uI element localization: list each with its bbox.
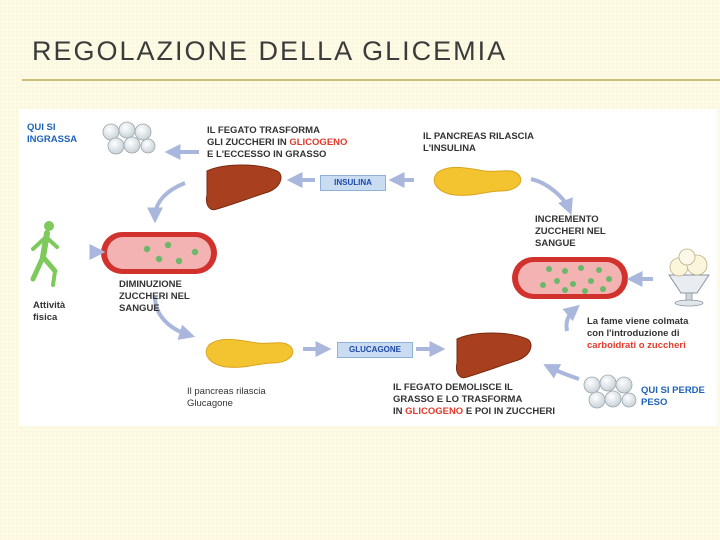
highlight-glicogeno: GLICOGENO (289, 137, 348, 148)
label-line: SANGUE (119, 303, 160, 314)
label-line: SANGUE (535, 238, 576, 249)
label-qui-si-ingrassa: QUI SI INGRASSA (27, 122, 77, 146)
label-diminuzione: DIMINUZIONE ZUCCHERI NEL SANGUE (119, 279, 190, 315)
label-line: PESO (641, 397, 668, 408)
runner-icon (30, 221, 59, 287)
label-fame: La fame viene colmata con l'introduzione… (587, 316, 688, 352)
label-pancreas-glucagone: Il pancreas rilascia Glucagone (187, 386, 266, 410)
label-line: Glucagone (187, 398, 233, 409)
title-divider (22, 79, 720, 81)
label-line: carboidrati o zuccheri (587, 340, 686, 351)
label-line: IL PANCREAS RILASCIA (423, 131, 535, 142)
liver-icon (456, 332, 532, 379)
label-line: INCREMENTO (535, 214, 599, 225)
ice-cream-icon (668, 248, 710, 307)
glycemia-diagram: QUI SI INGRASSA IL FEGATO TRASFORMA GLI … (19, 109, 717, 426)
pancreas-icon (433, 166, 522, 196)
label-line: La fame viene colmata (587, 316, 689, 327)
label-line: ZUCCHERI NEL (535, 226, 606, 237)
label-line: E L'ECCESSO IN GRASSO (207, 149, 327, 160)
pancreas-icon (205, 338, 294, 368)
label-line: GRASSO E LO TRASFORMA (393, 394, 523, 405)
label-line: IL FEGATO TRASFORMA (207, 125, 320, 136)
label-line: INGRASSA (27, 134, 78, 145)
label-fegato-demolisce: IL FEGATO DEMOLISCE IL GRASSO E LO TRASF… (393, 382, 555, 418)
label-line: QUI SI PERDE (641, 385, 705, 396)
label-line: QUI SI (27, 122, 56, 133)
label-line: GLI ZUCCHERI IN GLICOGENO (207, 137, 347, 149)
label-line: IN GLICOGENO E POI IN ZUCCHERI (393, 406, 555, 418)
label-incremento: INCREMENTO ZUCCHERI NEL SANGUE (535, 214, 606, 250)
insulina-tag: INSULINA (320, 175, 386, 191)
fat-cells-icon (583, 374, 637, 409)
label-line: con l'introduzione di (587, 328, 680, 339)
label-pancreas-insulina: IL PANCREAS RILASCIA L'INSULINA (423, 131, 534, 155)
label-line: ZUCCHERI NEL (119, 291, 190, 302)
label-text: IN (393, 406, 406, 417)
label-qui-si-perde-peso: QUI SI PERDE PESO (641, 385, 705, 409)
flow-arrows (89, 144, 653, 381)
glucagone-tag: GLUCAGONE (337, 342, 413, 358)
label-line: L'INSULINA (423, 143, 476, 154)
label-line: Attività (33, 300, 66, 311)
fat-cells-icon (102, 121, 156, 155)
highlight-glicogeno: GLICOGENO (405, 406, 464, 417)
slide-title: REGOLAZIONE DELLA GLICEMIA (32, 36, 508, 66)
label-text: E POI IN ZUCCHERI (463, 406, 556, 417)
label-line: Il pancreas rilascia (187, 386, 266, 397)
blood-vessel-icon (101, 232, 217, 274)
diagram-graphics (30, 121, 710, 409)
label-fegato-trasforma: IL FEGATO TRASFORMA GLI ZUCCHERI IN GLIC… (207, 125, 347, 161)
label-line: fisica (33, 312, 58, 323)
label-attivita-fisica: Attività fisica (33, 300, 65, 324)
label-line: IL FEGATO DEMOLISCE IL (393, 382, 513, 393)
blood-vessel-icon (512, 257, 628, 299)
label-line: DIMINUZIONE (119, 279, 182, 290)
label-text: GLI ZUCCHERI IN (207, 137, 290, 148)
liver-icon (206, 164, 282, 211)
